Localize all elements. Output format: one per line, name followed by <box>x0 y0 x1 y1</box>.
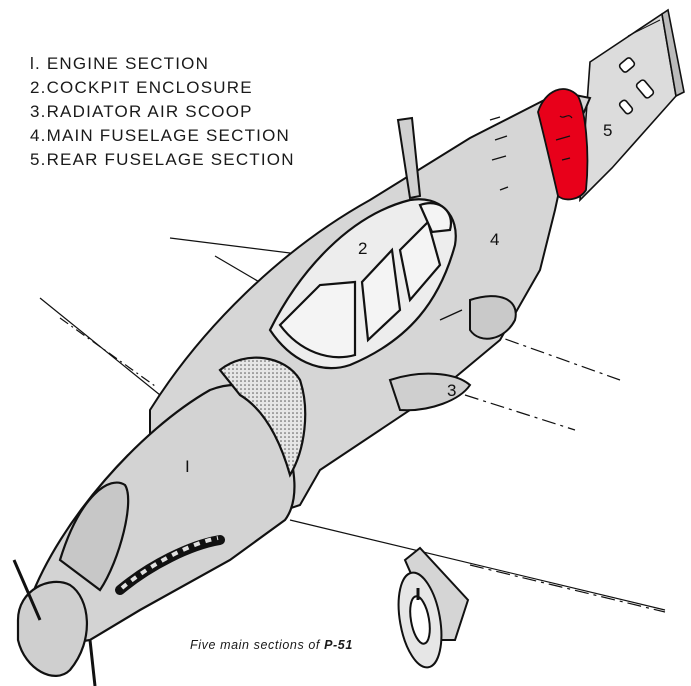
callout-3: 3 <box>447 381 456 400</box>
leader-line <box>469 564 666 613</box>
callout-numbers: I 2 3 4 5 <box>185 121 612 476</box>
leader-line <box>479 329 621 381</box>
cockpit-canopy <box>268 198 457 370</box>
legend-item-engine-section: l. ENGINE SECTION <box>30 54 210 73</box>
caption-model: P-51 <box>324 638 353 652</box>
legend-item-cockpit-enclosure: 2.COCKPIT ENCLOSURE <box>30 78 253 97</box>
leader-line <box>289 519 666 611</box>
section-legend: l. ENGINE SECTION 2.COCKPIT ENCLOSURE 3.… <box>30 52 295 172</box>
caption-text: Five main sections of <box>190 638 325 652</box>
legend-item-main-fuselage-section: 4.MAIN FUSELAGE SECTION <box>30 126 290 145</box>
callout-2: 2 <box>358 239 367 258</box>
leader-lines <box>39 237 666 613</box>
callout-1: I <box>185 457 190 476</box>
rear-fuselage <box>579 8 685 203</box>
figure-caption: Five main sections of P-51 <box>190 638 353 652</box>
engine-cowling <box>12 356 307 686</box>
landing-gear <box>397 546 470 669</box>
legend-item-radiator-air-scoop: 3.RADIATOR AIR SCOOP <box>30 102 253 121</box>
legend-item-rear-fuselage-section: 5.REAR FUSELAGE SECTION <box>30 150 295 169</box>
callout-4: 4 <box>490 230 499 249</box>
callout-5: 5 <box>603 121 612 140</box>
rear-fuselage-highlight <box>537 88 589 201</box>
leader-line <box>464 394 576 431</box>
